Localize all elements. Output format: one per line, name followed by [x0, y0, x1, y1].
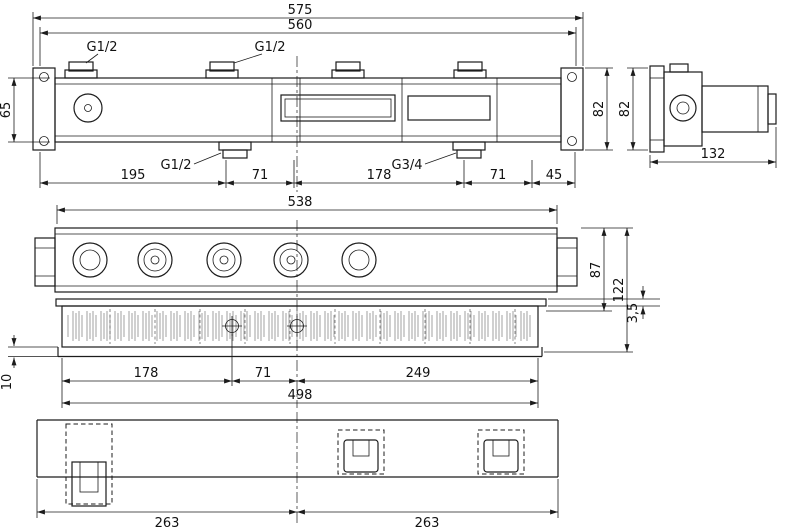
offset-dim: 10 — [0, 335, 58, 390]
bottom-port-1 — [218, 141, 252, 159]
flange-thickness-dim: 3,5 — [548, 286, 660, 323]
left-cutout — [65, 423, 113, 507]
top-port-1 — [64, 61, 98, 79]
top-port-4 — [453, 61, 487, 79]
middle-view: 538 — [0, 195, 660, 408]
dim-10-label: 10 — [0, 374, 15, 391]
knob-2 — [137, 242, 173, 278]
dim-178a-label: 178 — [367, 168, 392, 183]
top-port-3 — [331, 61, 365, 79]
dim-71b-label: 71 — [490, 168, 507, 183]
dim-87-label: 87 — [589, 262, 604, 279]
mid-cutout — [337, 429, 385, 475]
dim-82-side-label: 82 — [618, 101, 633, 118]
thread-label-bottom-right: G3/4 — [392, 158, 423, 173]
valve-knobs — [72, 242, 377, 278]
thread-label-bottom-left: G1/2 — [161, 158, 192, 173]
dim-3-5-label: 3,5 — [626, 303, 641, 324]
dim-122-label: 122 — [612, 278, 627, 303]
knob-1 — [72, 242, 108, 278]
fixing-target-1 — [222, 316, 242, 336]
front-bottom-chain-dim: 195 71 178 71 45 — [39, 152, 576, 188]
bottom-width-dims: 263 263 — [36, 479, 559, 531]
knob-3 — [206, 242, 242, 278]
top-port-2 — [205, 61, 239, 79]
panel-base — [57, 347, 543, 358]
dim-71a-label: 71 — [252, 168, 269, 183]
front-left-bracket — [32, 67, 56, 151]
dim-45-label: 45 — [546, 168, 563, 183]
dim-65-label: 65 — [0, 102, 14, 119]
dim-575-label: 575 — [288, 3, 313, 18]
warning-text-block — [66, 309, 534, 344]
bottom-view: 263 263 — [36, 412, 559, 531]
dim-178b-label: 178 — [134, 366, 159, 381]
front-body — [54, 77, 562, 143]
bottom-port-2 — [452, 141, 486, 159]
side-cartridge-circle — [669, 94, 697, 122]
middle-right-bracket — [556, 237, 578, 287]
dim-263-left-label: 263 — [155, 516, 180, 531]
plate-width-dim: 498 — [61, 386, 539, 408]
front-overall-height-dim: 82 — [585, 67, 613, 151]
front-bottom-ports — [218, 141, 486, 159]
front-port-hole — [73, 93, 103, 123]
middle-front-height-dim: 87 — [546, 227, 633, 312]
dim-498-label: 498 — [288, 388, 313, 403]
label-panel — [57, 305, 543, 358]
middle-body — [54, 227, 558, 293]
front-right-bracket — [560, 67, 584, 151]
knob-4 — [273, 242, 309, 278]
side-body — [649, 63, 777, 153]
middle-bottom-chain-dim: 178 71 249 — [61, 334, 539, 386]
flange — [55, 298, 547, 307]
side-depth-dim: 132 — [649, 127, 777, 168]
dim-249-label: 249 — [406, 366, 431, 381]
dim-71c-label: 71 — [255, 366, 272, 381]
middle-overall-height-dim: 122 — [544, 228, 633, 353]
front-top-ports — [64, 61, 487, 79]
front-body-width-dim: 560 — [39, 18, 577, 66]
dim-560-label: 560 — [288, 18, 313, 33]
thread-label-top-right: G1/2 — [255, 40, 286, 55]
dim-263-right-label: 263 — [415, 516, 440, 531]
side-height-dim: 82 — [618, 67, 648, 151]
dim-195-label: 195 — [121, 168, 146, 183]
dim-538-label: 538 — [288, 195, 313, 210]
bottom-outline — [36, 419, 559, 478]
knob-5 — [341, 242, 377, 278]
dim-132-label: 132 — [701, 147, 726, 162]
front-height-dim: 65 — [0, 77, 50, 143]
front-overall-width-dim: 575 — [32, 3, 584, 66]
side-view: 82 132 — [618, 63, 777, 168]
middle-left-bracket — [34, 237, 56, 287]
thread-label-top-left: G1/2 — [87, 40, 118, 55]
hanger-bracket — [71, 461, 107, 507]
dim-82-front-label: 82 — [592, 101, 607, 118]
front-view: 575 560 — [0, 3, 613, 192]
right-cutout — [477, 429, 525, 475]
middle-width-dim: 538 — [56, 195, 558, 224]
